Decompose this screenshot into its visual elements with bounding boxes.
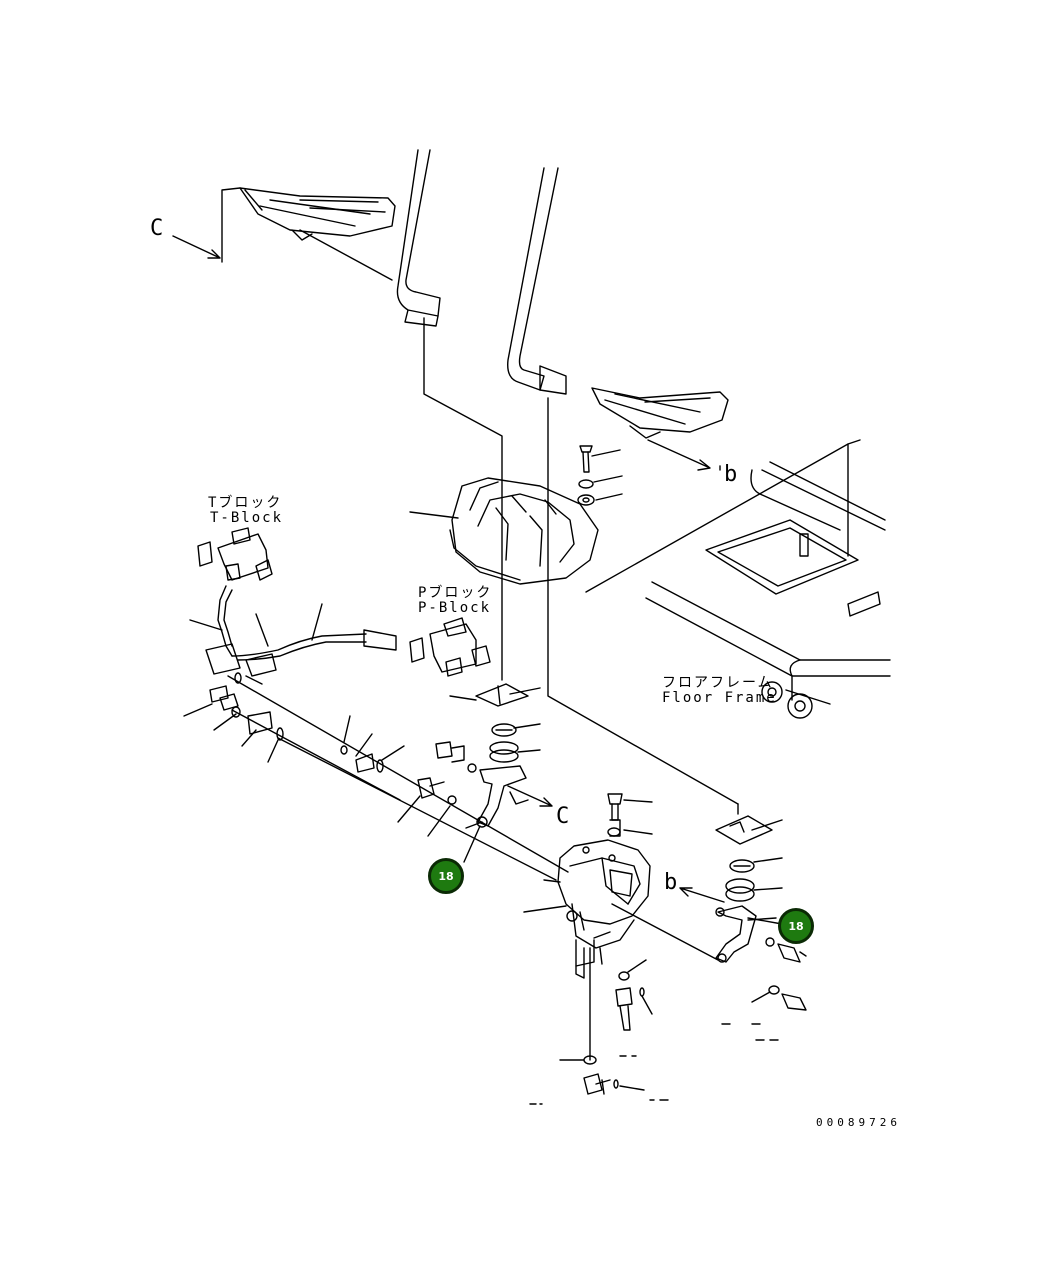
part-callout-18-left[interactable]: 18 [428,858,464,894]
document-id: 00089726 [816,1116,901,1129]
right-pedal [591,387,729,439]
floor-frame [645,461,891,719]
view-c-label-mid: C [556,804,570,829]
leader-18b [747,917,783,925]
cover-plate-a [475,683,529,707]
view-c-label-top: C [150,216,164,241]
bolt-washer-group-top [577,445,623,506]
t-block-label-en: T-Block [210,510,284,526]
brake-valve [543,839,651,979]
hose-a [217,585,233,657]
left-pedal [239,187,396,241]
view-b-label-top: b [724,462,738,487]
p-block-label-en: P-Block [418,600,492,616]
pedal-boot [409,477,599,585]
part-callout-18-right[interactable]: 18 [778,908,814,944]
t-block [197,527,273,581]
leader-18a [463,825,481,863]
hose-b [231,633,367,657]
floor-frame-label-en: Floor Frame [662,690,777,706]
view-b-arrow-top [647,439,711,471]
view-c-arrow-mid [507,785,553,807]
t-block-label-jp: Tブロック [208,495,283,511]
view-b-label-mid: b [664,870,678,895]
p-block-label-jp: Pブロック [418,585,493,601]
view-b-arrow-mid [679,887,725,903]
cover-plate-b [715,815,773,845]
right-lever [507,167,559,391]
p-block [409,617,491,677]
view-c-arrow [172,187,241,263]
left-lever [396,149,441,317]
floor-frame-label-jp: フロアフレーム [662,675,774,691]
